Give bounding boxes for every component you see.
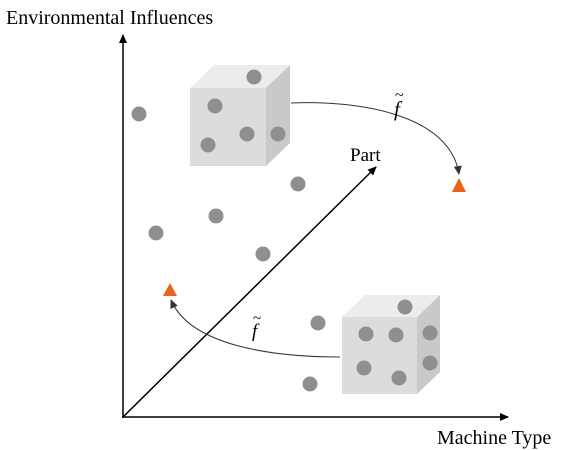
x-axis-label: Machine Type — [437, 427, 552, 449]
mapping-label-bottom: ~ f — [252, 312, 261, 342]
z-axis-label: Part — [350, 145, 381, 166]
cube-dot — [422, 325, 438, 341]
point — [302, 376, 318, 392]
tilde-accent: ~ — [395, 87, 404, 104]
z-axis — [122, 166, 377, 418]
cube-front-face — [190, 88, 266, 166]
target-triangle-icon — [452, 178, 466, 192]
cube-top-face — [190, 65, 290, 88]
cube-dot — [200, 137, 216, 153]
cube-bottom-icon — [342, 295, 440, 394]
cube-front-face — [342, 317, 417, 394]
point — [131, 106, 147, 122]
cube-dot — [422, 355, 438, 371]
cube-dot — [270, 126, 286, 142]
cube-dot — [239, 126, 255, 142]
tilde-accent: ~ — [253, 311, 262, 327]
mapping-arrow-bottom — [170, 299, 341, 358]
function-symbol: f — [394, 97, 400, 121]
cube-dot — [207, 98, 223, 114]
point — [310, 315, 326, 331]
scatter-points — [131, 106, 326, 392]
cube-top-face — [342, 295, 440, 317]
cube-dot — [358, 326, 374, 342]
point — [290, 176, 306, 192]
point — [208, 208, 224, 224]
mapping-arrow-top — [290, 102, 462, 175]
point — [148, 225, 164, 241]
cube-side-face — [266, 65, 290, 166]
cube-dot — [356, 360, 372, 376]
target-triangle-icon — [163, 283, 177, 296]
point — [255, 246, 271, 262]
mapping-label-top: ~ f — [394, 88, 404, 121]
cube-side-face — [417, 295, 440, 394]
y-axis-label: Environmental Influences — [6, 7, 214, 29]
cube-dot — [246, 69, 262, 85]
function-symbol: f — [252, 321, 258, 342]
cube-dot — [388, 327, 404, 343]
cube-top-icon — [190, 65, 290, 166]
cube-dot — [397, 299, 413, 315]
cube-dot — [391, 370, 407, 386]
